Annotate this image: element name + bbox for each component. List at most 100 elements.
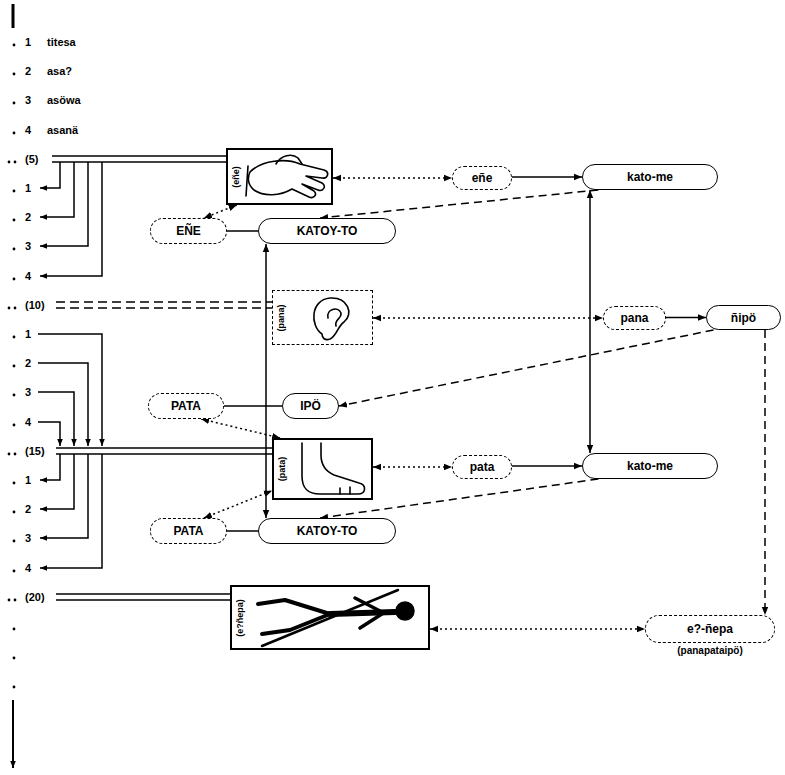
dashed-term-box: PATA	[148, 393, 224, 419]
tick-dot	[13, 686, 16, 689]
connector	[430, 628, 645, 630]
axis-bar	[12, 4, 15, 28]
tick-dot	[8, 599, 11, 602]
dashed-term-box: pata	[452, 455, 512, 479]
count-number: 3	[24, 92, 32, 108]
count-line	[56, 301, 272, 303]
connector	[339, 330, 714, 406]
term-box: IPÖ	[282, 393, 339, 419]
count-line	[56, 593, 230, 595]
term-label: EÑE	[176, 224, 201, 238]
count-number: 1	[24, 180, 32, 196]
tick-dot	[13, 511, 16, 514]
connector	[333, 177, 452, 179]
count-number: 1	[24, 472, 32, 488]
count-number: (20)	[24, 589, 46, 605]
count-arrow	[40, 162, 74, 217]
person-icon	[258, 600, 330, 634]
count-number: 2	[24, 209, 32, 225]
count-word: asöwa	[46, 92, 82, 108]
term-label: e?-ñepa	[687, 622, 733, 636]
term-label: eñe	[472, 171, 493, 185]
dashed-term-box: eñe	[452, 166, 512, 190]
tick-dot	[13, 365, 16, 368]
count-number: 3	[24, 384, 32, 400]
term-box: KATOY-TO	[258, 518, 396, 544]
connector	[320, 190, 598, 218]
count-line	[56, 307, 272, 309]
connector	[204, 491, 272, 518]
hand-icon	[246, 166, 248, 196]
connector	[512, 176, 582, 178]
connector	[227, 530, 258, 532]
tick-dot	[13, 394, 16, 397]
term-label: pata	[470, 460, 495, 474]
hand-icon	[248, 161, 327, 198]
tick-dot	[13, 219, 16, 222]
ear-icon	[314, 298, 349, 340]
connector	[666, 317, 706, 319]
count-arrow	[38, 334, 102, 446]
ear-icon	[328, 309, 341, 326]
count-word: titesa	[46, 34, 77, 50]
count-number: 1	[24, 326, 32, 342]
tick-dots	[8, 44, 17, 689]
count-number: (15)	[24, 443, 46, 459]
count-line	[56, 447, 272, 449]
count-arrow	[40, 454, 74, 509]
term-box: ñipö	[706, 305, 781, 330]
count-line	[56, 599, 230, 601]
connector	[764, 330, 766, 615]
count-number: 4	[24, 414, 32, 430]
count-number: 4	[24, 268, 32, 284]
tick-dot	[13, 424, 16, 427]
tick-dot	[14, 453, 17, 456]
tick-dot	[14, 307, 17, 310]
connector	[227, 230, 258, 232]
term-label: IPÖ	[300, 399, 321, 413]
term-label: KATOY-TO	[297, 524, 358, 538]
tick-dot	[13, 278, 16, 281]
count-arrow	[40, 454, 102, 568]
tick-dot	[13, 540, 16, 543]
count-number: 2	[24, 501, 32, 517]
hand-icon	[276, 155, 302, 164]
picture-box: (pana)	[272, 290, 373, 345]
connector	[224, 405, 282, 407]
count-number: 3	[24, 530, 32, 546]
tick-dot	[13, 44, 16, 47]
count-number: 4	[24, 122, 32, 138]
count-number: 2	[24, 355, 32, 371]
picture-caption: (e?ñepa)	[235, 599, 245, 637]
tick-dot	[13, 190, 16, 193]
count-arrow	[40, 162, 88, 246]
person-icon	[396, 602, 414, 620]
tick-dot	[13, 336, 16, 339]
count-word: asa?	[46, 63, 73, 79]
tick-dot	[13, 248, 16, 251]
term-label: PATA	[171, 399, 201, 413]
tick-dot	[13, 657, 16, 660]
picture-box: (eñe)	[226, 148, 333, 205]
connector	[373, 466, 452, 468]
count-arrow	[40, 162, 60, 188]
tick-dot	[8, 453, 11, 456]
count-line	[52, 161, 226, 163]
connector	[204, 205, 237, 218]
picture-box: (e?ñepa)	[230, 585, 430, 650]
count-arrow	[40, 454, 88, 538]
foot-icon	[302, 443, 365, 494]
count-arrow	[38, 392, 74, 446]
term-label: KATOY-TO	[297, 224, 358, 238]
term-box: kato-me	[582, 164, 718, 190]
tick-dot	[14, 161, 17, 164]
count-word: asanä	[46, 122, 79, 138]
term-label: pana	[620, 311, 648, 325]
count-number: (10)	[24, 297, 46, 313]
axis-arrow	[12, 700, 14, 768]
count-number: 3	[24, 238, 32, 254]
picture-box: (pata)	[272, 438, 373, 500]
connector	[512, 465, 582, 467]
